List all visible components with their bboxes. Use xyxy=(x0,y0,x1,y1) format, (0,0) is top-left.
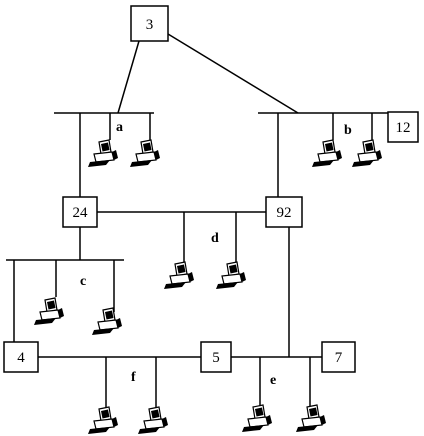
node-7-label: 7 xyxy=(335,350,343,366)
node-3: 3 xyxy=(130,5,169,42)
computer-icon xyxy=(129,139,161,168)
computer-icon xyxy=(137,406,169,435)
computer-icon xyxy=(311,139,343,168)
segment-b-label: b xyxy=(344,123,352,138)
node-12-label: 12 xyxy=(396,120,411,136)
computer-icon xyxy=(33,297,65,326)
link-3-a xyxy=(117,40,140,114)
node-4: 4 xyxy=(3,341,39,373)
node-24: 24 xyxy=(62,196,98,228)
node-4-label: 4 xyxy=(17,350,25,366)
computer-icon xyxy=(87,139,119,168)
computer-icon xyxy=(241,404,273,433)
computer-icon xyxy=(295,404,327,433)
node-12: 12 xyxy=(387,111,419,143)
node-92: 92 xyxy=(265,196,303,228)
computer-icon xyxy=(351,139,383,168)
computer-icon xyxy=(87,406,119,435)
segment-c-label: c xyxy=(80,274,86,289)
segment-d-label: d xyxy=(211,231,219,246)
node-7: 7 xyxy=(321,341,356,373)
node-3-label: 3 xyxy=(146,17,154,33)
segment-f-label: f xyxy=(131,370,136,385)
segment-e-label: e xyxy=(270,373,276,388)
link-3-b xyxy=(167,33,299,114)
node-92-label: 92 xyxy=(277,205,292,221)
computer-icon xyxy=(215,261,247,290)
computer-icon xyxy=(163,261,195,290)
node-5-label: 5 xyxy=(212,350,220,366)
computer-icon xyxy=(91,307,123,336)
node-24-label: 24 xyxy=(73,205,89,221)
node-5: 5 xyxy=(200,341,232,373)
segment-a-label: a xyxy=(116,120,123,135)
